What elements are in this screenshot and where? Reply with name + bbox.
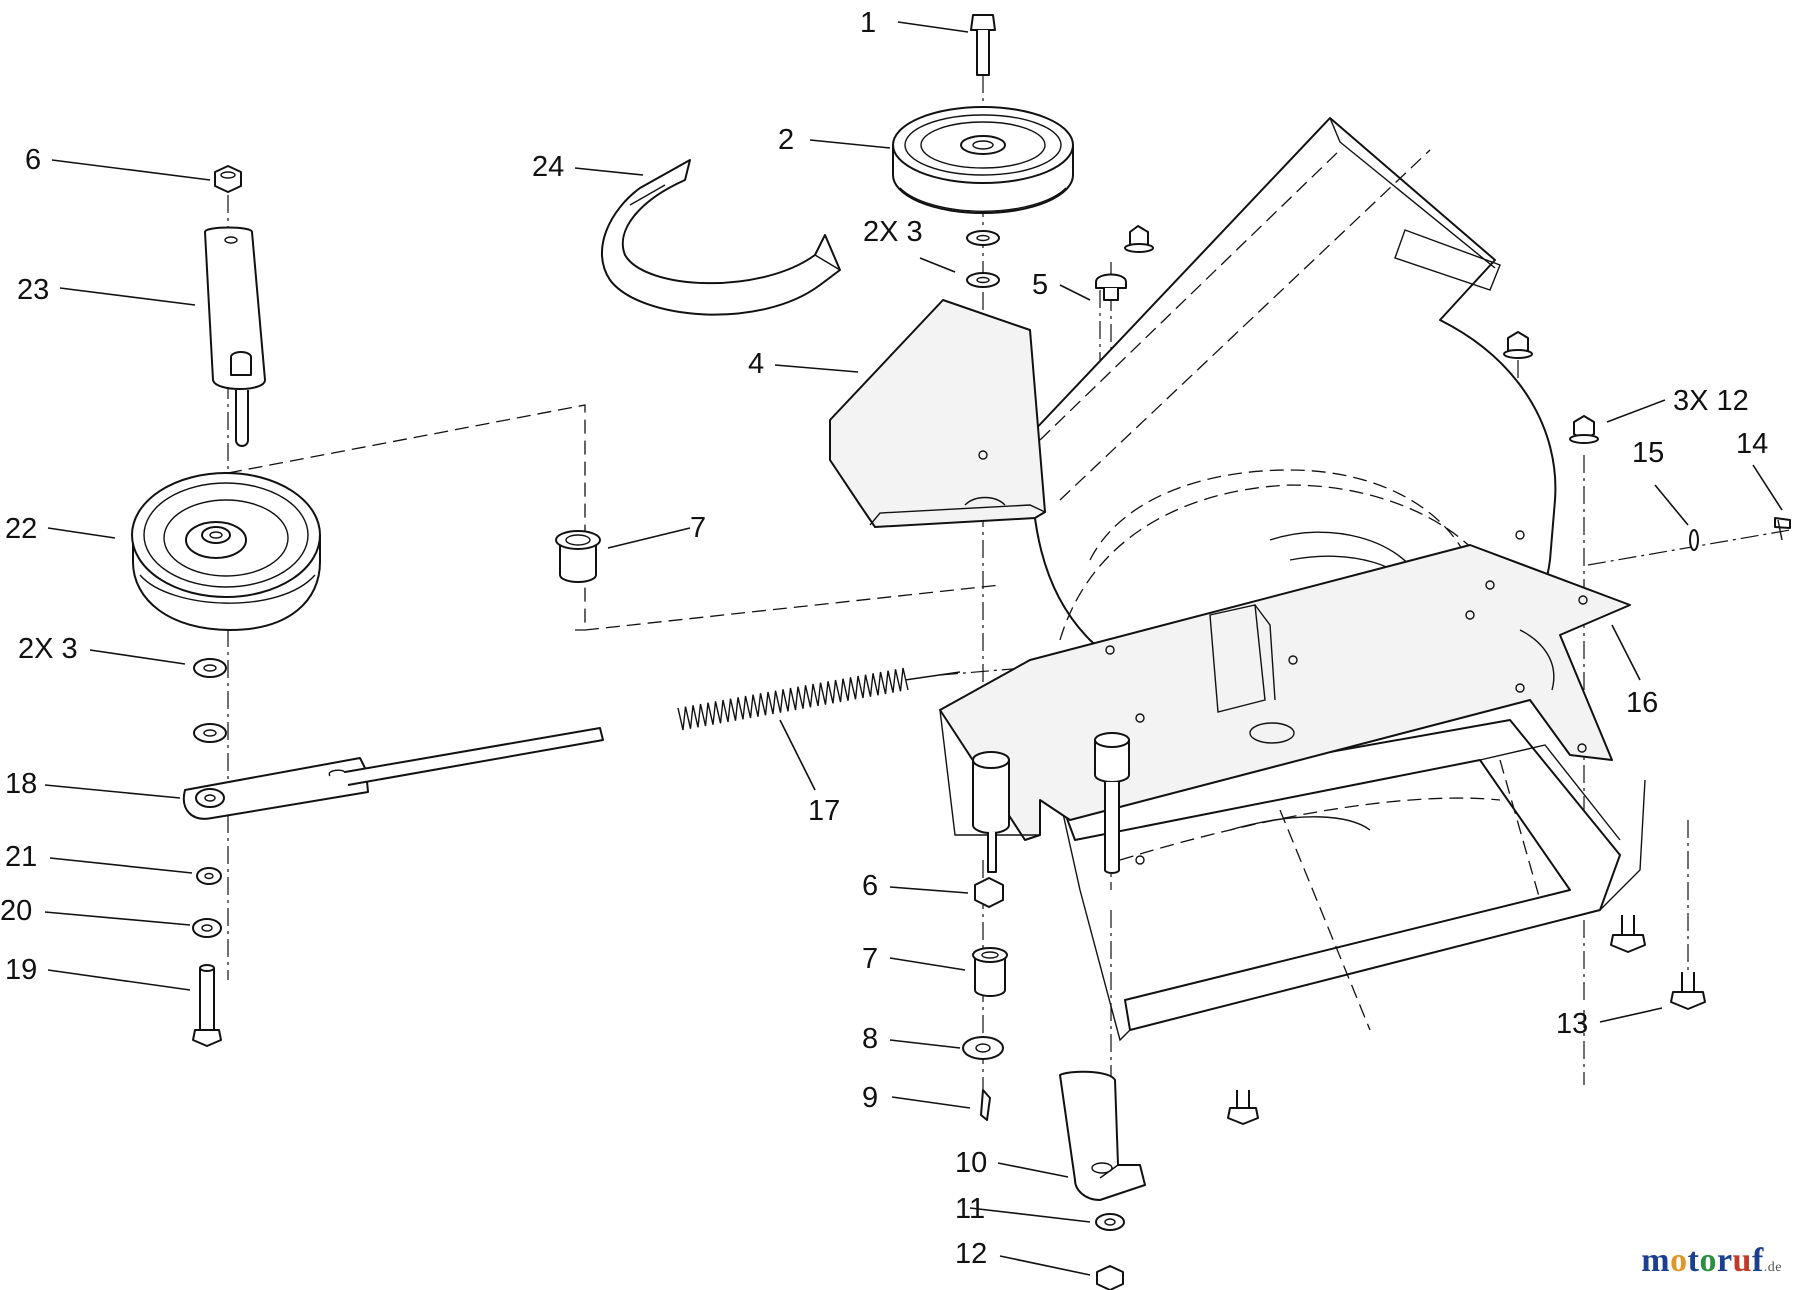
top-bolt <box>970 14 996 76</box>
leader-lines <box>44 21 1783 1276</box>
callout-21: 21 <box>5 841 37 873</box>
callout-23: 23 <box>17 274 49 306</box>
center-bushing <box>972 947 1008 997</box>
lower-frame <box>1059 719 1646 1042</box>
watermark-brand: motoruf <box>1641 1242 1764 1279</box>
callout-7-upper: 7 <box>690 512 706 544</box>
idler-nut <box>214 165 242 193</box>
callout-1: 1 <box>860 7 876 39</box>
upper-bushing <box>555 530 601 583</box>
callout-2: 2 <box>778 124 794 156</box>
right-flange-bolt <box>1503 331 1533 359</box>
callout-13: 13 <box>1556 1008 1588 1040</box>
top-washers <box>966 230 1000 288</box>
callout-5: 5 <box>1032 269 1048 301</box>
watermark-tld: .de <box>1763 1260 1782 1275</box>
pin-14 <box>1774 517 1791 541</box>
carriage-bolt <box>1095 273 1127 301</box>
bracket-washer <box>1095 1213 1125 1231</box>
callout-2x3-top: 2X 3 <box>863 216 923 248</box>
idler-bolt <box>192 964 222 1047</box>
callout-6-center: 6 <box>862 870 878 902</box>
washer-15 <box>1689 529 1699 551</box>
callout-10: 10 <box>955 1147 987 1179</box>
center-nut <box>974 877 1004 908</box>
callout-4: 4 <box>748 348 764 380</box>
angle-bracket <box>1059 1070 1146 1201</box>
idler-arm <box>204 226 266 447</box>
top-flange-bolt <box>1124 225 1154 253</box>
flange-bolt-3x12 <box>1569 415 1599 444</box>
callout-15: 15 <box>1632 437 1664 469</box>
plate-stud <box>1094 732 1130 874</box>
callouts: 1 2 2X 3 24 6 23 5 4 3X 12 15 14 22 7 2X… <box>0 7 1768 1270</box>
bracket-nut <box>1096 1265 1124 1290</box>
callout-18: 18 <box>5 768 37 800</box>
callout-2x3-left: 2X 3 <box>18 633 78 665</box>
idler-pulley <box>131 472 321 631</box>
callout-17: 17 <box>808 795 840 827</box>
lower-bolt-a <box>1227 1090 1259 1125</box>
callout-16: 16 <box>1626 687 1658 719</box>
callout-3x12: 3X 12 <box>1673 385 1749 417</box>
top-pulley <box>892 106 1074 214</box>
callout-20: 20 <box>0 895 32 927</box>
lower-bolt-c <box>1670 972 1706 1010</box>
callout-7-center: 7 <box>862 943 878 975</box>
callout-22: 22 <box>5 513 37 545</box>
cotter-pin <box>980 1089 991 1121</box>
pivot-spacer <box>972 751 1010 873</box>
idler-small-washer <box>196 867 222 885</box>
watermark-logo: motoruf.de <box>1641 1242 1782 1280</box>
callout-6-top: 6 <box>25 144 41 176</box>
callout-24: 24 <box>532 151 564 183</box>
callout-8: 8 <box>862 1023 878 1055</box>
tension-spring <box>677 667 961 731</box>
belt-guide <box>600 159 841 316</box>
callout-14: 14 <box>1736 428 1768 460</box>
center-washer <box>962 1036 1004 1060</box>
callout-12: 12 <box>955 1238 987 1270</box>
idler-flat-washer <box>192 918 222 938</box>
callout-9: 9 <box>862 1082 878 1114</box>
tension-rod <box>182 727 604 820</box>
lower-bolt-b <box>1610 915 1646 953</box>
idler-washers <box>193 658 227 743</box>
callout-11: 11 <box>955 1193 985 1225</box>
belt-cover <box>829 299 1046 528</box>
callout-19: 19 <box>5 954 37 986</box>
